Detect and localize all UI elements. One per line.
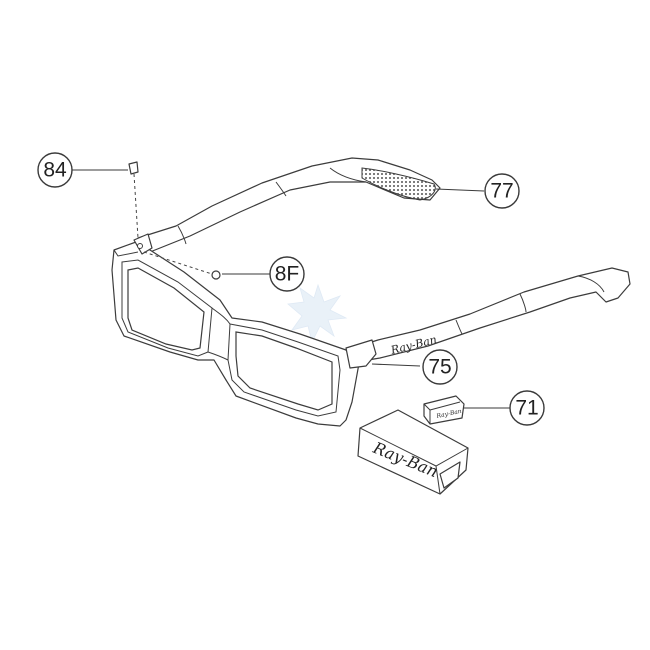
- callout-8F[interactable]: 8F: [269, 256, 305, 292]
- nose-pad-screw-part: [143, 251, 221, 280]
- right-lens: [235, 331, 333, 411]
- hinge-screw-part: [128, 161, 139, 239]
- callout-71-label: 71: [515, 397, 538, 420]
- left-lens: [127, 267, 205, 351]
- callout-77[interactable]: 77: [484, 173, 520, 209]
- leader-75: [371, 363, 421, 367]
- callout-84-label: 84: [43, 159, 67, 182]
- callout-75-label: 75: [428, 356, 451, 379]
- callout-84[interactable]: 84: [37, 152, 73, 188]
- callout-75[interactable]: 75: [422, 349, 458, 385]
- frame-front: [111, 241, 361, 427]
- far-temple: [137, 157, 441, 253]
- callout-71[interactable]: 71: [509, 390, 545, 426]
- temple-terminal-part: Ray-Ban: [423, 395, 465, 425]
- callout-8F-label: 8F: [275, 263, 300, 286]
- leader-77: [435, 188, 485, 192]
- near-temple: Ray-Ban: [345, 267, 631, 369]
- callout-77-label: 77: [490, 180, 513, 203]
- temple-tip-perforated-area: [361, 167, 436, 201]
- glasses-case: Ray-Ban: [357, 409, 469, 495]
- far-hinge: [133, 233, 153, 255]
